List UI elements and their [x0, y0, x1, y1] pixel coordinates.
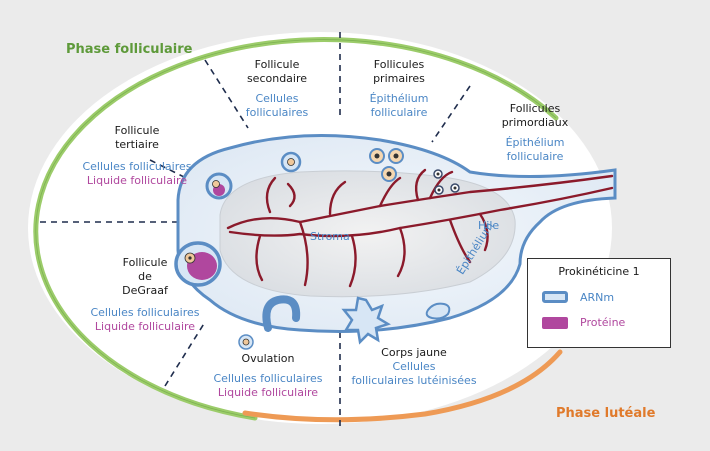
follicular-phase-label: Phase folliculaire — [66, 42, 193, 57]
label-ovulation: Ovulation Cellules folliculaires Liquide… — [213, 352, 323, 399]
primary-follicles — [369, 148, 404, 182]
blood-vessels — [226, 168, 614, 288]
ovulation-follicle — [238, 295, 301, 350]
label-corps-jaune: Corps jaune Cellules folliculaires lutéi… — [351, 346, 477, 387]
legend-mrna-swatch — [542, 291, 568, 303]
luteal-phase-arc — [242, 349, 563, 423]
luteal-phase-label: Phase lutéale — [556, 406, 656, 421]
label-hile: Hile — [478, 219, 500, 232]
legend-title: Prokinéticine 1 — [558, 265, 640, 278]
label-stroma: Stroma — [310, 230, 350, 243]
primordial-follicles — [433, 169, 460, 195]
tertiary-follicle — [205, 172, 233, 200]
label-follicules-primaires: Follicules primaires Épithélium follicul… — [369, 58, 429, 119]
label-follicule-tertiaire: Follicule tertiaire Cellules folliculair… — [82, 124, 192, 187]
label-follicules-primordiaux: Follicules primordiaux Épithélium follic… — [501, 102, 569, 163]
legend-protein-label: Protéine — [580, 316, 626, 329]
corpus-luteum — [341, 296, 451, 345]
sector-dividers — [40, 32, 471, 428]
secondary-follicle — [280, 151, 302, 173]
legend-protein-swatch — [542, 317, 568, 329]
label-follicule-secondaire: Follicule secondaire Cellules folliculai… — [245, 58, 309, 119]
label-follicule-degraaf: Follicule de DeGraaf Cellules folliculai… — [90, 256, 200, 333]
degraaf-follicle — [174, 241, 222, 287]
legend: Prokinéticine 1 ARNm Protéine — [527, 258, 671, 348]
legend-mrna-label: ARNm — [580, 291, 615, 304]
